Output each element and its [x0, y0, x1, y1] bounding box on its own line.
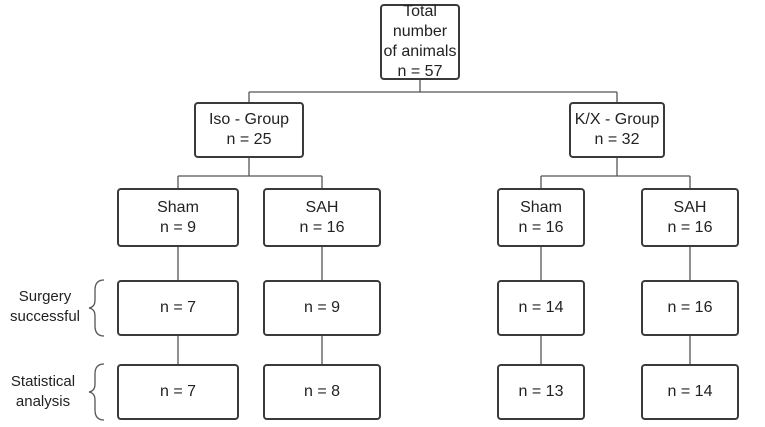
statistical-count: n = 8: [303, 383, 341, 400]
connector-iso-arms: [177, 158, 323, 188]
group-box-iso: Iso - Group n = 25: [194, 102, 304, 158]
statistical-box-kx-sham: n = 13: [497, 364, 585, 420]
statistical-box-iso-sah: n = 8: [263, 364, 381, 420]
brace-statistical-icon: [88, 363, 105, 421]
statistical-box-kx-sah: n = 14: [641, 364, 739, 420]
connector-root-groups: [248, 80, 618, 102]
brace-surgery-icon: [88, 279, 105, 337]
statistical-count: n = 7: [159, 383, 197, 400]
group-count: n = 25: [226, 131, 272, 148]
arm-count: n = 9: [159, 218, 197, 236]
group-title: K/X - Group: [574, 111, 660, 128]
connector-kx-arms: [540, 158, 691, 188]
arm-box-kx-sham: Sham n = 16: [497, 188, 585, 247]
statistical-count: n = 13: [518, 383, 564, 400]
surgery-count: n = 14: [518, 299, 564, 316]
group-box-kx: K/X - Group n = 32: [569, 102, 665, 158]
arm-count: n = 16: [518, 218, 564, 236]
surgery-box-kx-sham: n = 14: [497, 280, 585, 336]
stage-label-line: analysis: [15, 393, 71, 410]
surgery-box-iso-sham: n = 7: [117, 280, 239, 336]
surgery-count: n = 16: [667, 299, 713, 316]
root-line2: of animals: [383, 43, 457, 60]
arm-box-iso-sham: Sham n = 9: [117, 188, 239, 247]
connector-arms-surgery: [177, 247, 691, 280]
arm-title: Sham: [520, 198, 562, 216]
stage-label-line: Surgery: [18, 288, 72, 305]
statistical-count: n = 14: [667, 383, 713, 400]
surgery-count: n = 7: [159, 299, 197, 316]
arm-title: SAH: [305, 198, 339, 216]
arm-box-kx-sah: SAH n = 16: [641, 188, 739, 247]
arm-title: SAH: [673, 198, 707, 216]
surgery-count: n = 9: [303, 299, 341, 316]
stage-label-surgery: Surgery successful: [2, 287, 88, 327]
stage-label-line: successful: [9, 308, 81, 325]
connector-surgery-statistical: [177, 336, 691, 364]
surgery-box-iso-sah: n = 9: [263, 280, 381, 336]
group-count: n = 32: [594, 131, 640, 148]
statistical-box-iso-sham: n = 7: [117, 364, 239, 420]
stage-label-line: Statistical: [10, 373, 76, 390]
root-line1: Total number: [392, 3, 448, 40]
arm-count: n = 16: [667, 218, 713, 236]
group-title: Iso - Group: [208, 111, 290, 128]
arm-title: Sham: [157, 198, 199, 216]
stage-label-statistical: Statistical analysis: [0, 372, 86, 412]
root-box: Total number of animals n = 57: [380, 3, 460, 80]
root-count: n = 57: [397, 63, 443, 80]
arm-count: n = 16: [299, 218, 345, 236]
arm-box-iso-sah: SAH n = 16: [263, 188, 381, 247]
surgery-box-kx-sah: n = 16: [641, 280, 739, 336]
